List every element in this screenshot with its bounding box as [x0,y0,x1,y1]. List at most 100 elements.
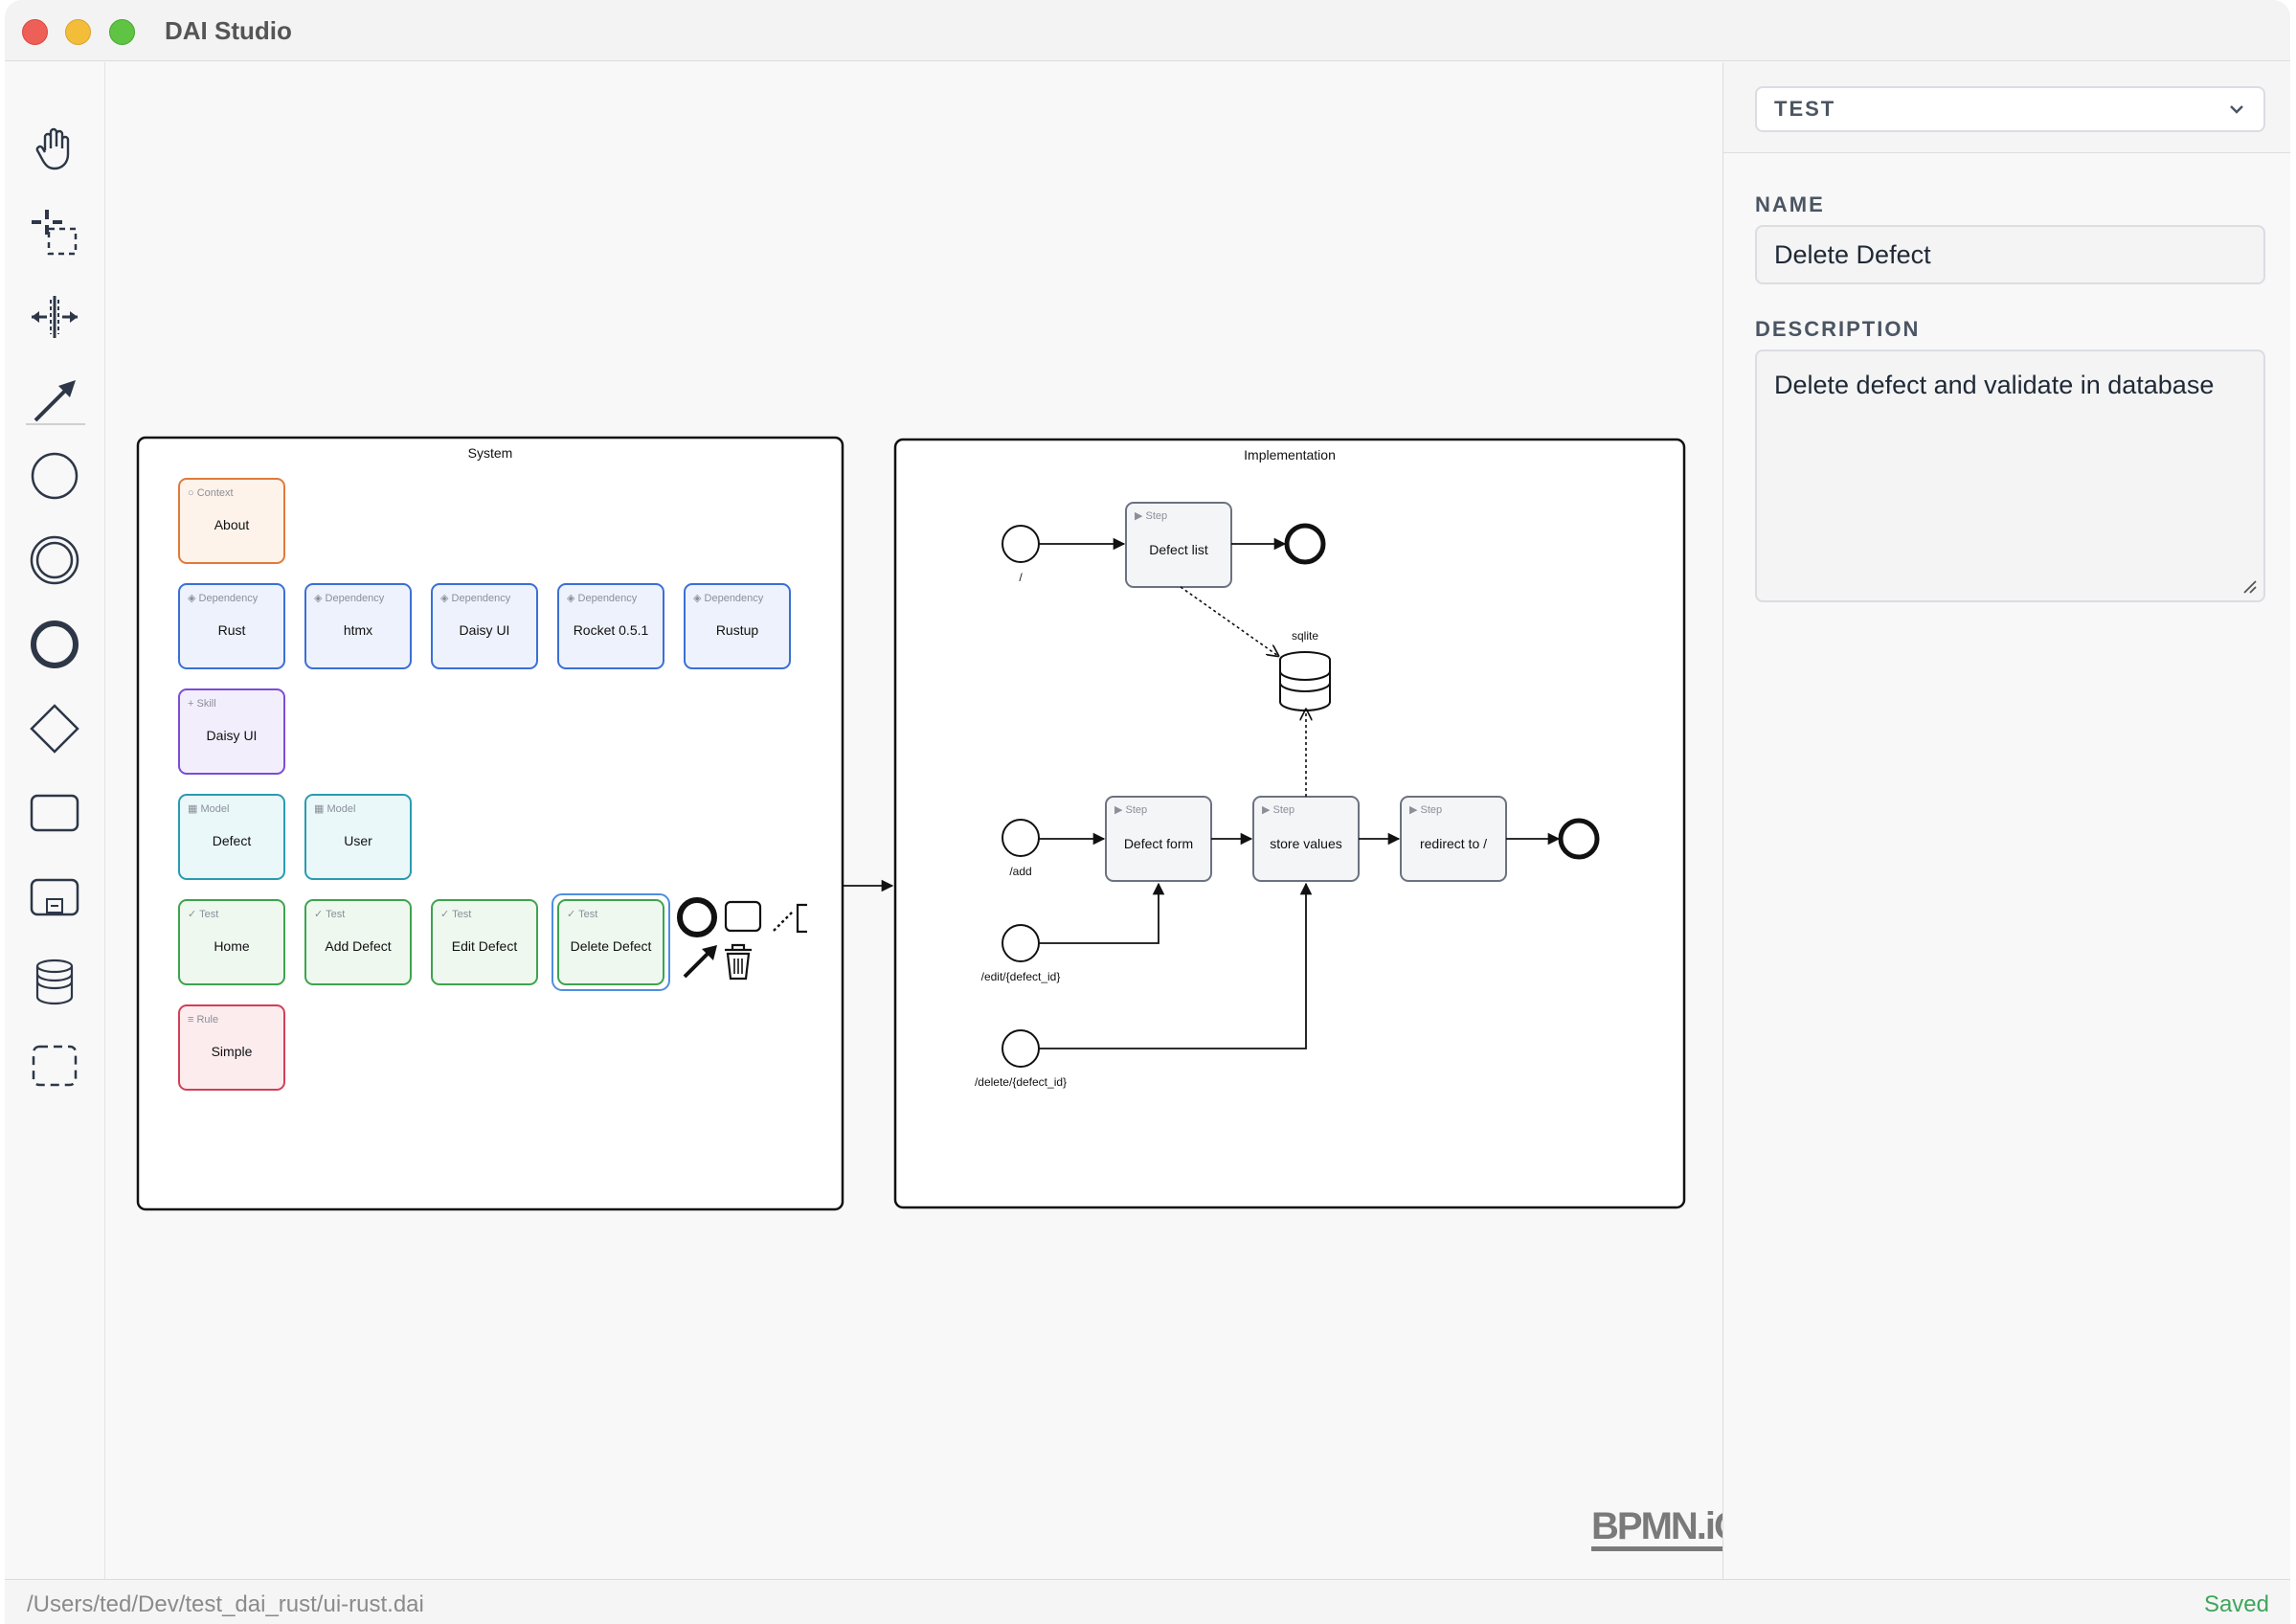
system-pool-label: System [468,445,513,461]
element-type-select[interactable]: TEST [1755,86,2265,132]
card-box[interactable] [178,899,285,985]
card-box[interactable] [304,794,412,880]
card-type-label: ○ Context [188,487,234,499]
start-event[interactable] [1002,924,1040,962]
end-event[interactable] [1558,818,1600,860]
subprocess-tool[interactable] [26,868,83,926]
card-box[interactable] [304,583,412,669]
lasso-tool-button[interactable] [26,204,83,261]
hand-tool-button[interactable] [26,120,83,177]
context-pad[interactable] [677,897,807,981]
zoom-window-button[interactable] [109,19,135,45]
start-event-tool[interactable] [26,447,83,505]
connect-arrow-icon[interactable] [683,949,712,979]
end-event-icon [31,620,79,668]
step-name: Defect form [1124,836,1193,851]
start-event-label: / [1019,571,1023,584]
description-label: DESCRIPTION [1755,317,1921,341]
annotation-icon[interactable] [796,903,807,934]
resize-handle-icon[interactable] [2240,577,2258,595]
card-box[interactable] [557,899,664,985]
step-type-label: ▶ Step [1114,804,1147,816]
data-association[interactable] [1180,586,1278,656]
save-status: Saved [2203,1591,2269,1617]
card-name: User [344,833,372,848]
card-name: Rustup [716,622,759,638]
start-event[interactable] [1002,525,1040,563]
minimize-window-button[interactable] [65,19,91,45]
space-tool-button[interactable] [26,288,83,346]
card-name: Rocket 0.5.1 [574,622,649,638]
connect-tool-button[interactable] [26,372,83,430]
card-type-label: ✓ Test [188,909,218,920]
description-text: Delete defect and validate in database [1774,371,2215,399]
card-box[interactable] [178,688,285,775]
group-tool[interactable] [26,1037,83,1094]
card-box[interactable] [178,794,285,880]
start-event-label: /add [1009,865,1031,878]
intermediate-event-icon [30,535,79,585]
end-event-tool[interactable] [26,616,83,673]
gateway-tool[interactable] [26,700,83,757]
space-tool-icon [32,296,78,338]
file-path: /Users/ted/Dev/test_dai_rust/ui-rust.dai [27,1591,424,1617]
toolbar-separator [26,423,85,425]
start-event[interactable] [1002,1029,1040,1068]
delete-icon[interactable] [725,943,752,981]
name-input[interactable]: Delete Defect [1755,225,2265,284]
card-box[interactable] [178,583,285,669]
card-box[interactable] [431,899,538,985]
data-store-tool[interactable] [26,953,83,1010]
card-type-label: ◈ Dependency [188,593,259,604]
step-type-label: ▶ Step [1409,804,1442,816]
step-type-label: ▶ Step [1135,510,1167,522]
card-box[interactable] [178,1004,285,1091]
end-event[interactable] [1284,523,1326,565]
card-name: About [214,517,250,532]
close-window-button[interactable] [22,19,48,45]
append-end-event-icon[interactable] [677,897,717,937]
bpmn-io-watermark[interactable]: BPMN.iO [1591,1506,1744,1551]
app-window: DAI Studio [5,0,2290,1624]
append-task-icon[interactable] [724,900,762,933]
description-textarea[interactable]: Delete defect and validate in database [1755,350,2265,602]
chevron-down-icon [2230,105,2243,114]
data-store-sqlite[interactable] [1279,651,1331,712]
title-bar: DAI Studio [5,0,2290,61]
card-box[interactable] [304,899,412,985]
card-box[interactable] [557,583,664,669]
intermediate-event-tool[interactable] [26,531,83,589]
start-event[interactable] [1002,819,1040,857]
lasso-icon [32,210,78,256]
card-name: Add Defect [325,938,391,954]
card-name: htmx [344,622,372,638]
card-box[interactable] [178,478,285,564]
connect-dotted-icon[interactable] [773,911,794,932]
card-box[interactable] [684,583,791,669]
task-tool[interactable] [26,784,83,842]
step-box[interactable] [1125,502,1232,588]
sequence-flow[interactable] [1039,882,1165,944]
card-box[interactable] [431,583,538,669]
sequence-flow[interactable] [1039,882,1313,1049]
